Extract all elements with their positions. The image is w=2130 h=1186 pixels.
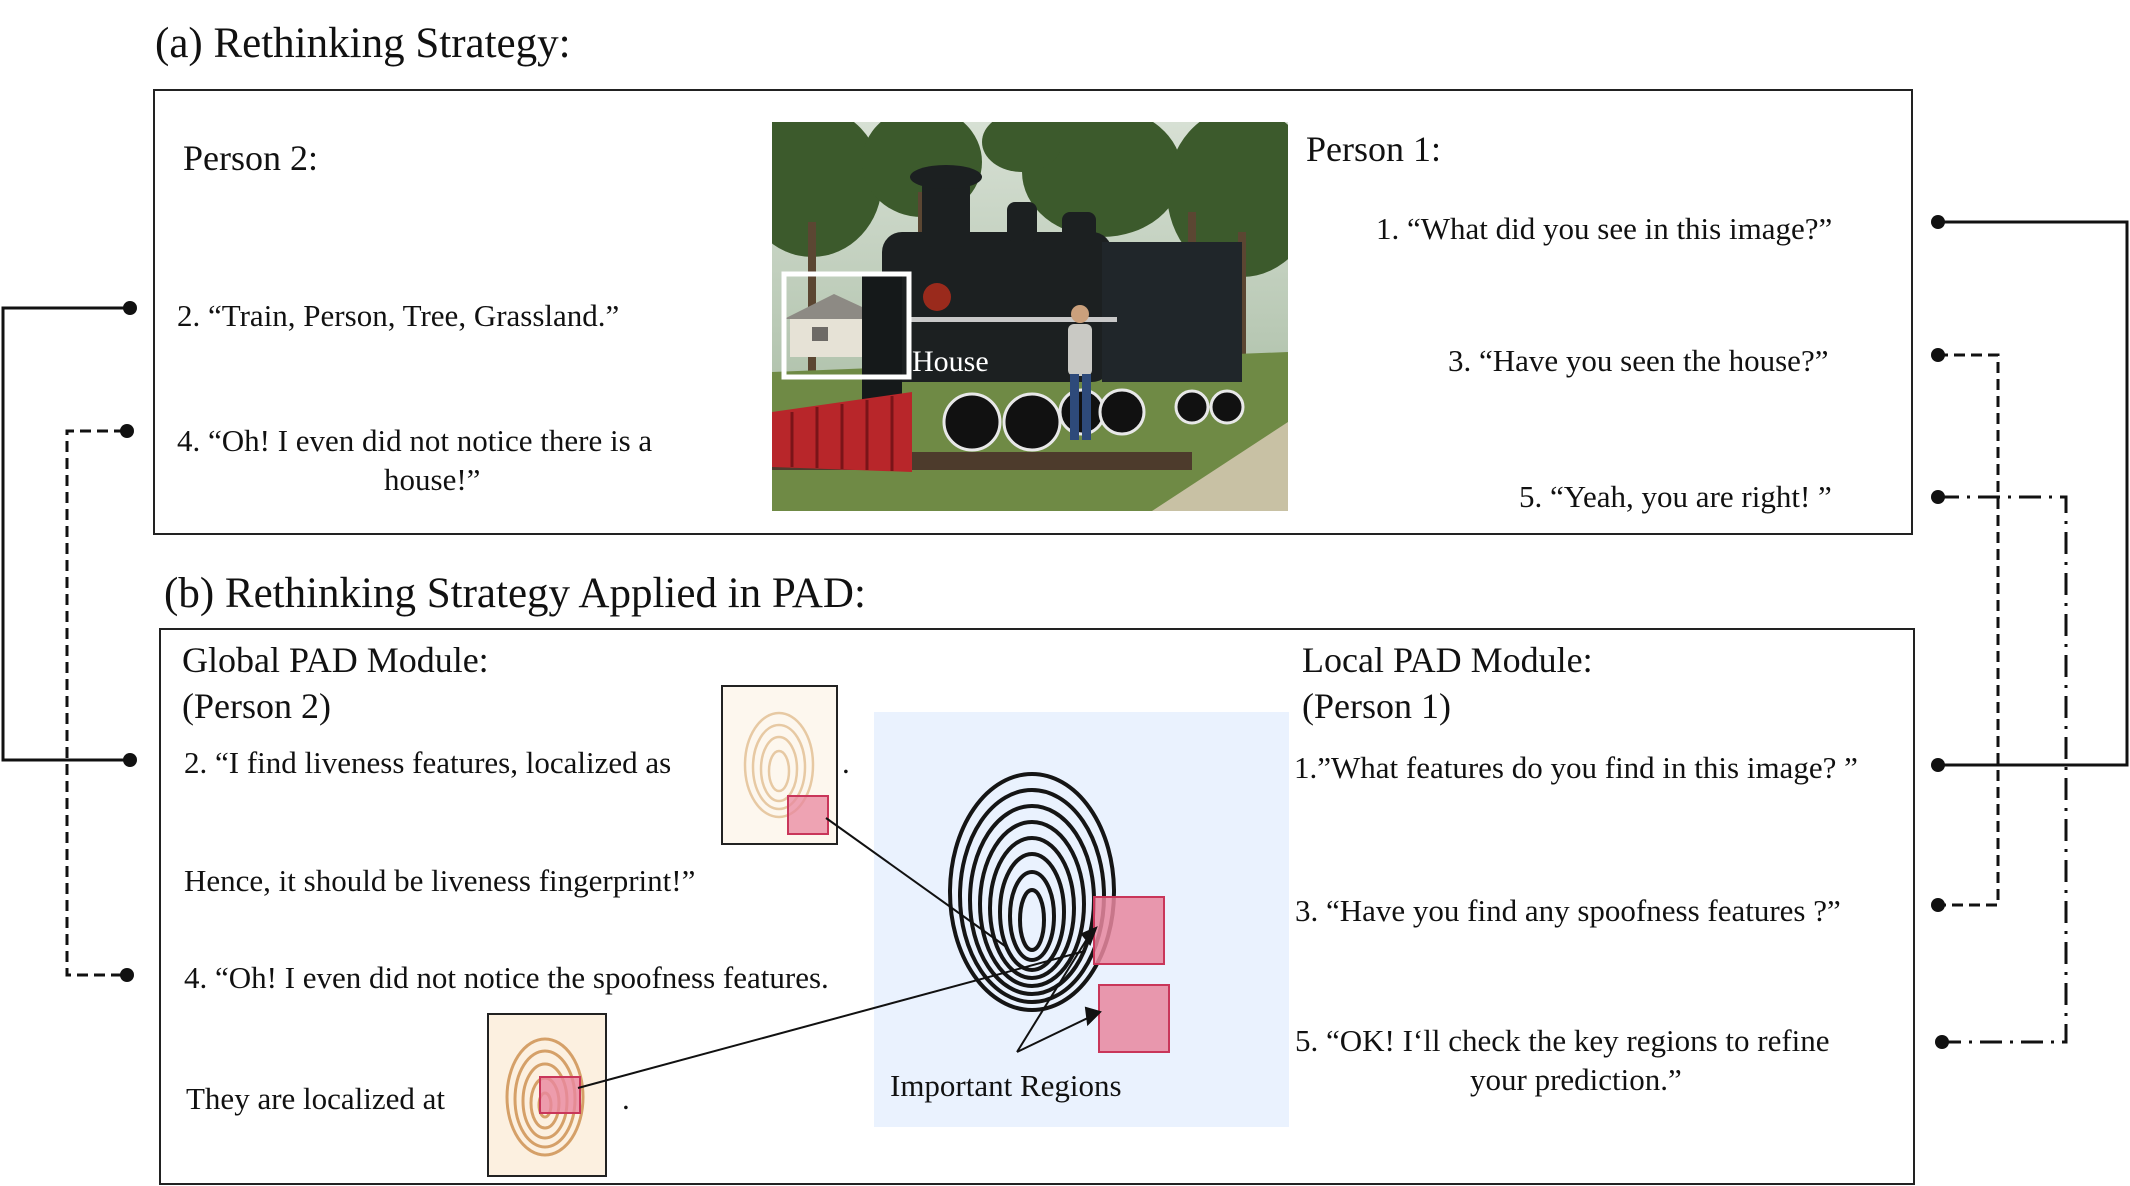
person2-message-2: 2. “Train, Person, Tree, Grassland.” bbox=[177, 298, 620, 333]
section-b-panel bbox=[159, 628, 1915, 1185]
local-pad-heading: Local PAD Module: bbox=[1302, 640, 1593, 680]
local-pad-subheading: (Person 1) bbox=[1302, 686, 1451, 726]
person2-heading: Person 2: bbox=[183, 138, 318, 178]
section-a-panel bbox=[153, 89, 1913, 535]
person1-message-5: 5. “Yeah, you are right! ” bbox=[1519, 479, 1832, 514]
local-message-1: 1.”What features do you find in this ima… bbox=[1294, 750, 1858, 785]
important-region-2 bbox=[1098, 984, 1170, 1053]
local-message-5-line1: 5. “OK! I‘ll check the key regions to re… bbox=[1295, 1023, 1830, 1058]
liveness-highlight-region bbox=[787, 795, 829, 835]
important-region-1 bbox=[1093, 896, 1165, 965]
section-a-title: (a) Rethinking Strategy: bbox=[155, 20, 571, 67]
global-pad-subheading: (Person 2) bbox=[182, 686, 331, 726]
person1-heading: Person 1: bbox=[1306, 129, 1441, 169]
house-label: House bbox=[912, 345, 989, 378]
global-localized-end: . bbox=[622, 1081, 630, 1116]
local-message-3: 3. “Have you find any spoofness features… bbox=[1295, 893, 1841, 928]
liveness-fingerprint-thumbnail bbox=[721, 685, 838, 845]
section-b-title: (b) Rethinking Strategy Applied in PAD: bbox=[164, 570, 866, 617]
fingerprint-panel: Important Regions bbox=[874, 712, 1289, 1127]
person2-message-4-line2: house!” bbox=[384, 462, 481, 497]
global-message-2-end: . bbox=[842, 745, 850, 780]
spoof-highlight-region bbox=[539, 1076, 581, 1114]
person2-message-4-line1: 4. “Oh! I even did not notice there is a bbox=[177, 423, 653, 458]
global-hence: Hence, it should be liveness fingerprint… bbox=[184, 863, 696, 898]
spoof-fingerprint-thumbnail bbox=[487, 1013, 607, 1177]
local-message-5-line2: your prediction.” bbox=[1470, 1062, 1682, 1097]
connector-dots bbox=[120, 215, 1949, 1049]
global-message-2: 2. “I find liveness features, localized … bbox=[184, 745, 672, 780]
global-localized: They are localized at bbox=[186, 1081, 446, 1116]
person1-message-1: 1. “What did you see in this image?” bbox=[1376, 211, 1833, 246]
important-regions-label: Important Regions bbox=[890, 1068, 1122, 1103]
global-message-4: 4. “Oh! I even did not notice the spoofn… bbox=[184, 960, 829, 995]
person1-message-3: 3. “Have you seen the house?” bbox=[1448, 343, 1829, 378]
train-photo: House bbox=[772, 122, 1288, 511]
global-pad-heading: Global PAD Module: bbox=[182, 640, 489, 680]
